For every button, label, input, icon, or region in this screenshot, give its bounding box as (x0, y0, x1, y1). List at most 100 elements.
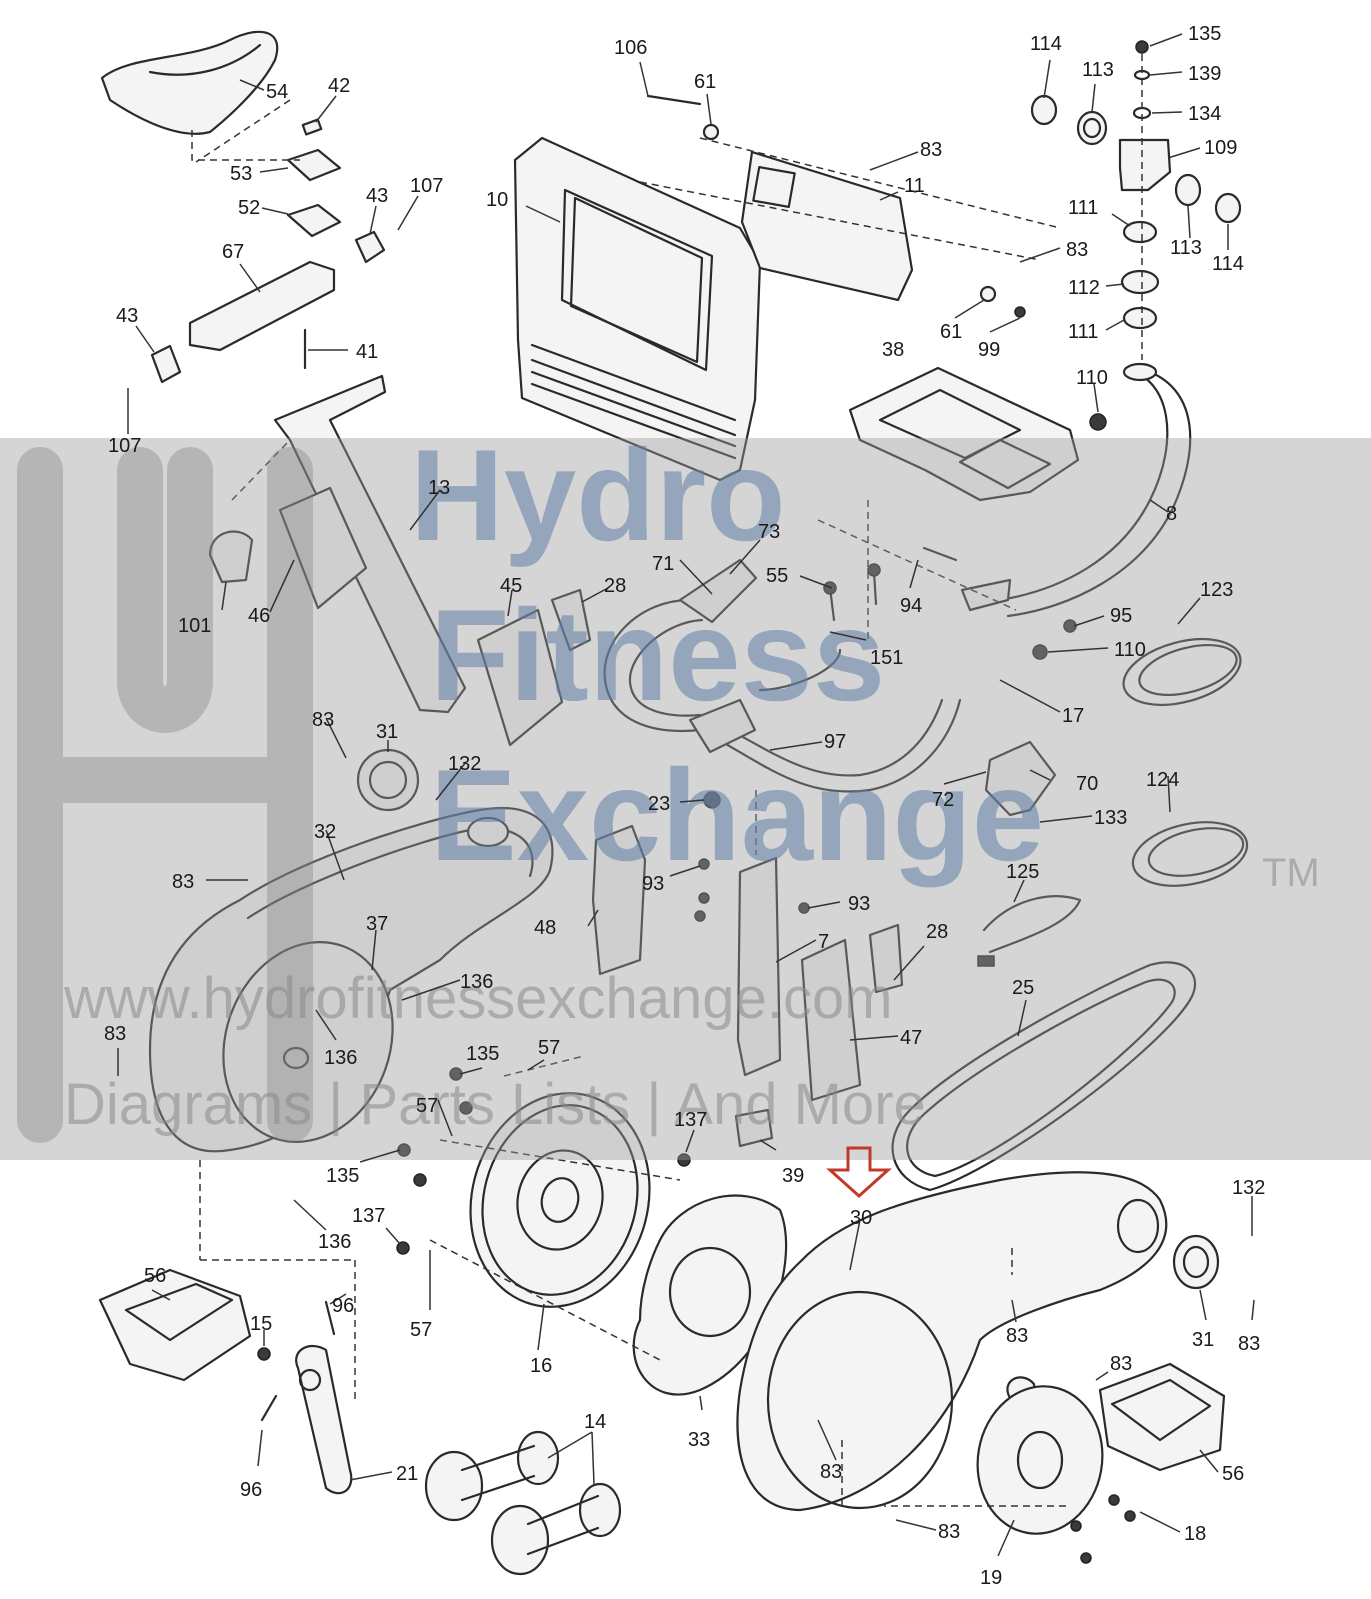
callout-83-right-side: 83 (1238, 1333, 1260, 1355)
callout-113-lower: 113 (1170, 237, 1202, 259)
callout-19: 19 (980, 1567, 1002, 1589)
cover-70 (984, 740, 1057, 817)
callout-97: 97 (824, 731, 846, 753)
callout-132-left: 132 (448, 753, 481, 775)
callout-73: 73 (758, 521, 780, 543)
callout-70: 70 (1076, 773, 1098, 795)
callout-83-left-mid: 83 (172, 871, 194, 893)
watermark-fitness: Fitness (430, 582, 885, 728)
callout-56-left: 56 (144, 1265, 166, 1287)
callout-48: 48 (534, 917, 556, 939)
callout-57-mid: 57 (416, 1095, 438, 1117)
drive-belt-25 (891, 961, 1197, 1192)
left-shield-assembly (148, 748, 554, 1400)
callout-53: 53 (230, 163, 252, 185)
watermark: Hydro Fitness Exchange TM www.hydrofitne… (0, 422, 1371, 1160)
callout-67: 67 (222, 241, 244, 263)
callout-114-upper: 114 (1030, 33, 1062, 55)
callout-labels: 106 61 83 11 10 83 61 99 114 113 135 139… (104, 23, 1265, 1589)
callout-41: 41 (356, 341, 378, 363)
callout-61-upper: 61 (694, 71, 716, 93)
callout-112: 112 (1068, 277, 1100, 299)
callout-93-upper: 93 (642, 873, 664, 895)
callout-25: 25 (1012, 977, 1034, 999)
callout-43-lower: 43 (116, 305, 138, 327)
callout-137-upper: 137 (674, 1109, 707, 1131)
callout-10: 10 (486, 189, 508, 211)
watermark-url: www.hydrofitnessexchange.com (63, 966, 893, 1031)
callout-132-right: 132 (1232, 1177, 1265, 1199)
callout-110-upper: 110 (1076, 367, 1108, 389)
callout-46: 46 (248, 605, 270, 627)
callout-7: 7 (818, 931, 829, 953)
callout-111-upper: 111 (1068, 197, 1098, 219)
callout-136-upper: 136 (460, 971, 493, 993)
callout-99: 99 (978, 339, 1000, 361)
callout-14: 14 (584, 1411, 606, 1433)
callout-47: 47 (900, 1027, 922, 1049)
callout-83-console-lower: 83 (1066, 239, 1088, 261)
watermark-exchange: Exchange (430, 742, 1044, 888)
callout-93-right: 93 (848, 893, 870, 915)
callout-110-lower: 110 (1114, 639, 1146, 661)
callout-133: 133 (1094, 807, 1127, 829)
shroud-38 (848, 366, 1080, 502)
callout-107-lower: 107 (108, 435, 141, 457)
callout-83-shield-inner: 83 (820, 1461, 842, 1483)
power-cords (977, 638, 1249, 967)
callout-45: 45 (500, 575, 522, 597)
callout-107-upper: 107 (410, 175, 443, 197)
callout-111-lower: 111 (1068, 321, 1098, 343)
callout-123: 123 (1200, 579, 1233, 601)
upright-assembly (591, 790, 904, 1148)
callout-18: 18 (1184, 1523, 1206, 1545)
resistance-knob-assembly (998, 40, 1242, 660)
highlight-arrow (826, 1146, 892, 1199)
callout-135-top: 135 (1188, 23, 1221, 45)
callout-96-upper: 96 (332, 1295, 354, 1317)
levelers-14 (424, 1430, 622, 1576)
watermark-tm: TM (1262, 851, 1320, 895)
watermark-tagline: Diagrams | Parts Lists | And More (64, 1072, 926, 1137)
callout-17: 17 (1062, 705, 1084, 727)
leader-lines (117, 33, 1255, 1557)
callout-39: 39 (782, 1165, 804, 1187)
callout-72: 72 (932, 789, 954, 811)
callout-136-lower: 136 (318, 1231, 351, 1253)
callout-28-lower: 28 (926, 921, 948, 943)
callout-114-lower: 114 (1212, 253, 1244, 275)
callout-38: 38 (882, 339, 904, 361)
callout-23: 23 (648, 793, 670, 815)
seat-assembly (100, 30, 467, 714)
callout-71: 71 (652, 553, 674, 575)
callout-96-lower: 96 (240, 1479, 262, 1501)
callout-106: 106 (614, 37, 647, 59)
callout-57-upper: 57 (538, 1037, 560, 1059)
callout-21: 21 (396, 1463, 418, 1485)
callout-28-upper: 28 (604, 575, 626, 597)
console-assembly (513, 94, 1061, 482)
callout-11: 11 (904, 175, 925, 197)
callout-31-left: 31 (376, 721, 398, 743)
callout-83-right-mid: 83 (1006, 1325, 1028, 1347)
callout-135-lower: 135 (326, 1165, 359, 1187)
callout-33: 33 (688, 1429, 710, 1451)
callout-83-left-upper: 83 (312, 709, 334, 731)
callout-95: 95 (1110, 605, 1132, 627)
callout-83-left-lower: 83 (104, 1023, 126, 1045)
callout-13: 13 (428, 477, 450, 499)
callout-113-upper: 113 (1082, 59, 1114, 81)
crank-assembly (98, 1268, 1226, 1564)
callout-16: 16 (530, 1355, 552, 1377)
callout-30: 30 (850, 1207, 872, 1229)
callout-31-right: 31 (1192, 1329, 1214, 1351)
callout-55: 55 (766, 565, 788, 587)
callout-15: 15 (250, 1313, 272, 1335)
callout-32: 32 (314, 821, 336, 843)
callout-52: 52 (238, 197, 260, 219)
callout-43-upper: 43 (366, 185, 388, 207)
pulley-assembly (396, 1055, 788, 1396)
callout-56-right: 56 (1222, 1463, 1244, 1485)
callout-109: 109 (1204, 137, 1237, 159)
